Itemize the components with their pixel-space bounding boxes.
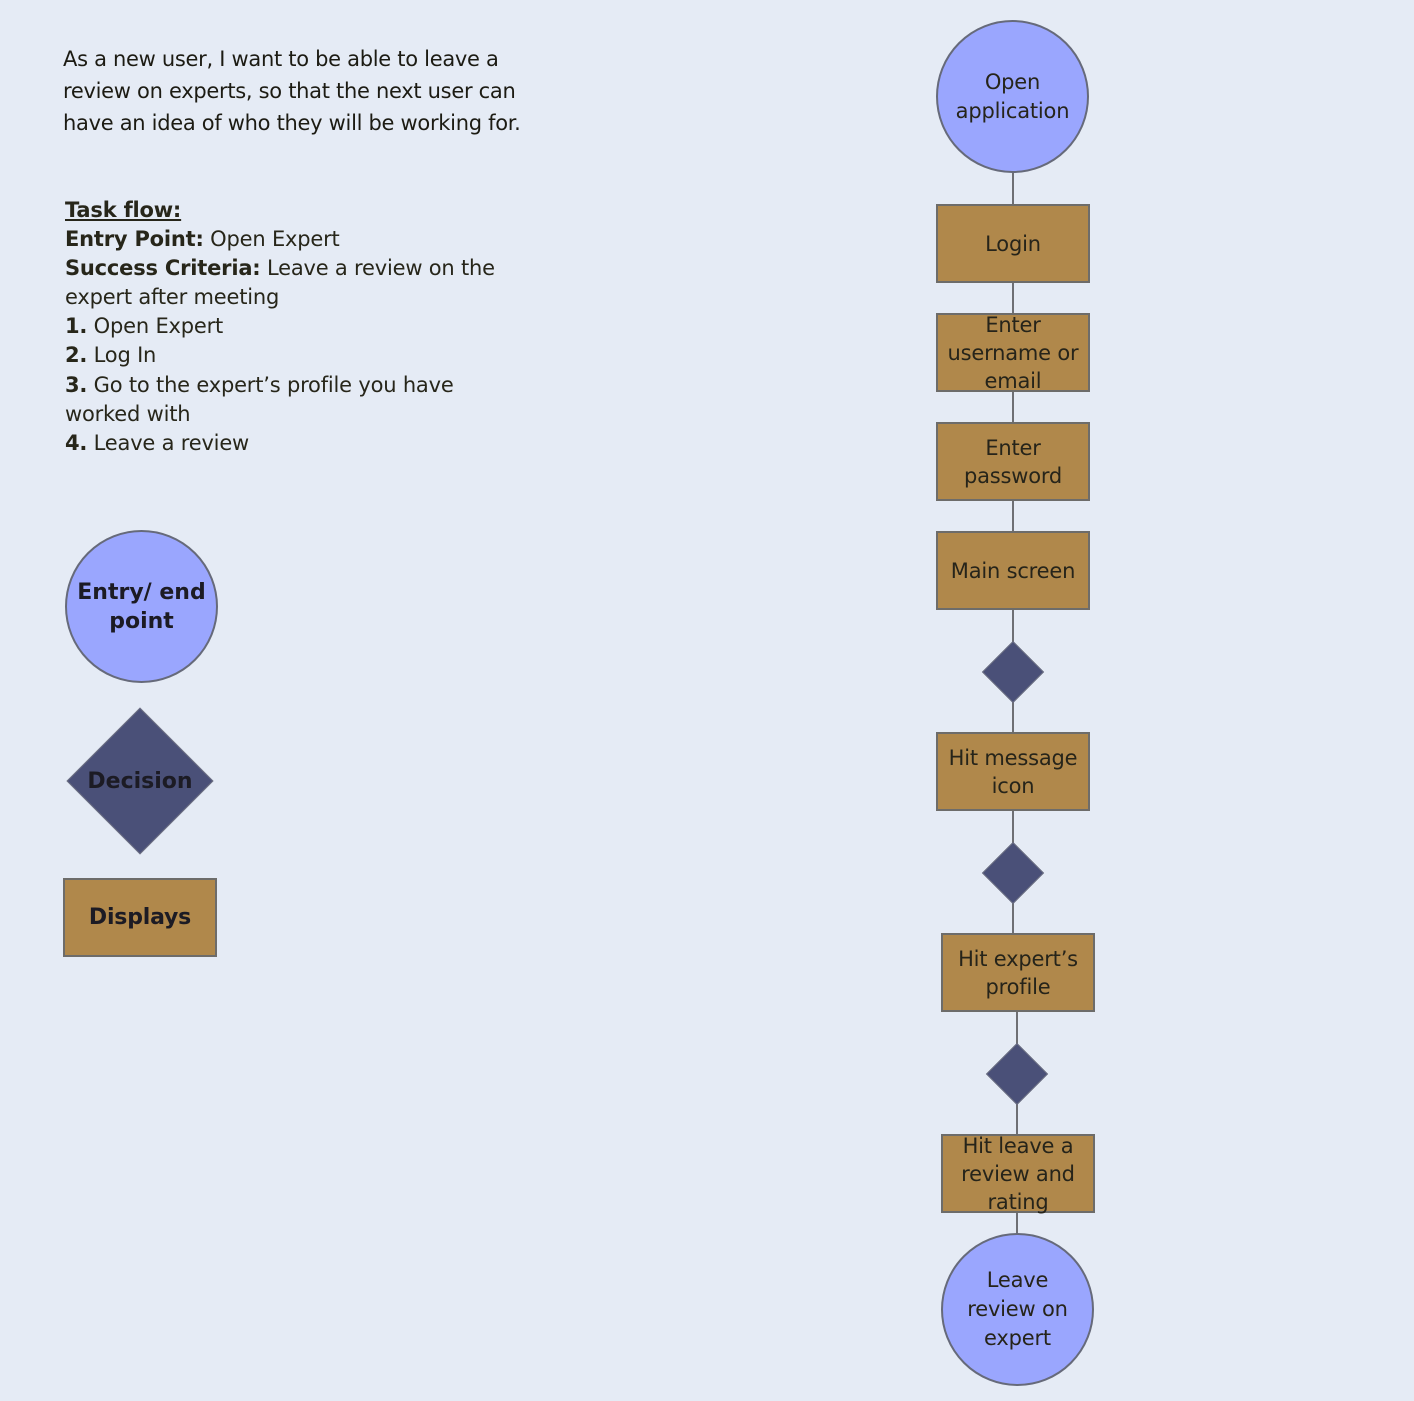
flow-node-hit-leave-review-label: Hit leave a review and rating [961,1133,1075,1214]
flow-node-enter-username: Enter username or email [936,312,1090,393]
flow-node-login-label: Login [985,231,1041,256]
flow-node-enter-username-label: Enter username or email [947,312,1079,393]
step-1-number: 1. [65,314,88,339]
flow-node-hit-message-icon: Hit message icon [936,732,1090,811]
step-2-text: Log In [87,343,157,368]
connector [1012,172,1014,206]
task-flow-heading: Task flow: [65,198,182,222]
flow-node-leave-review: Leave review on expert [941,1233,1094,1386]
flow-node-enter-password: Enter password [936,422,1090,501]
legend-decision-label: Decision [87,769,193,794]
entry-point-value: Open Expert [203,227,340,252]
flow-node-hit-experts-profile: Hit expert’s profile [941,933,1095,1012]
flow-node-main-screen: Main screen [936,531,1090,610]
success-criteria-label: Success Criteria: [65,256,261,281]
entry-point-label: Entry Point: [65,227,204,252]
user-story: As a new user, I want to be able to leav… [63,47,521,135]
flow-node-open-application: Open application [936,20,1089,173]
connector [1016,1212,1018,1236]
legend-displays-label: Displays [88,905,192,930]
flow-node-enter-password-label: Enter password [963,435,1063,488]
success-criteria-line: Success Criteria: Leave a review on the … [65,254,495,312]
flow-node-main-screen-label: Main screen [950,558,1076,583]
step-4-number: 4. [65,430,88,455]
step-1: 1. Open Expert [65,312,495,341]
connector [1012,500,1014,533]
legend-entry-end-shape: Entry/ end point [65,530,218,683]
flow-decision-2 [981,841,1045,905]
step-3-text: Go to the expert’s profile you have work… [65,372,454,426]
legend-displays-shape: Displays [63,878,217,957]
step-4: 4. Leave a review [65,429,495,458]
connector [1012,282,1014,315]
flow-node-login: Login [936,204,1090,283]
flow-node-open-application-label: Open application [955,69,1070,123]
legend-entry-end-label: Entry/ end point [77,579,206,634]
flow-node-hit-message-icon-label: Hit message icon [948,745,1078,798]
flow-decision-3 [985,1042,1049,1106]
connector [1012,391,1014,424]
success-criteria-value: Leave a review on the expert after meeti… [65,256,495,310]
step-3-number: 3. [65,372,88,397]
task-flow: Task flow: Entry Point: Open Expert Succ… [65,196,495,458]
step-1-text: Open Expert [87,314,224,339]
flow-decision-1 [981,640,1045,704]
step-3: 3. Go to the expert’s profile you have w… [65,371,495,429]
flow-node-hit-leave-review: Hit leave a review and rating [941,1133,1095,1214]
flow-node-leave-review-label: Leave review on expert [967,1268,1068,1350]
step-2: 2. Log In [65,341,495,370]
step-2-number: 2. [65,343,88,368]
entry-point-line: Entry Point: Open Expert [65,225,495,254]
flow-node-hit-experts-profile-label: Hit expert’s profile [958,946,1078,999]
step-4-text: Leave a review [87,430,250,455]
